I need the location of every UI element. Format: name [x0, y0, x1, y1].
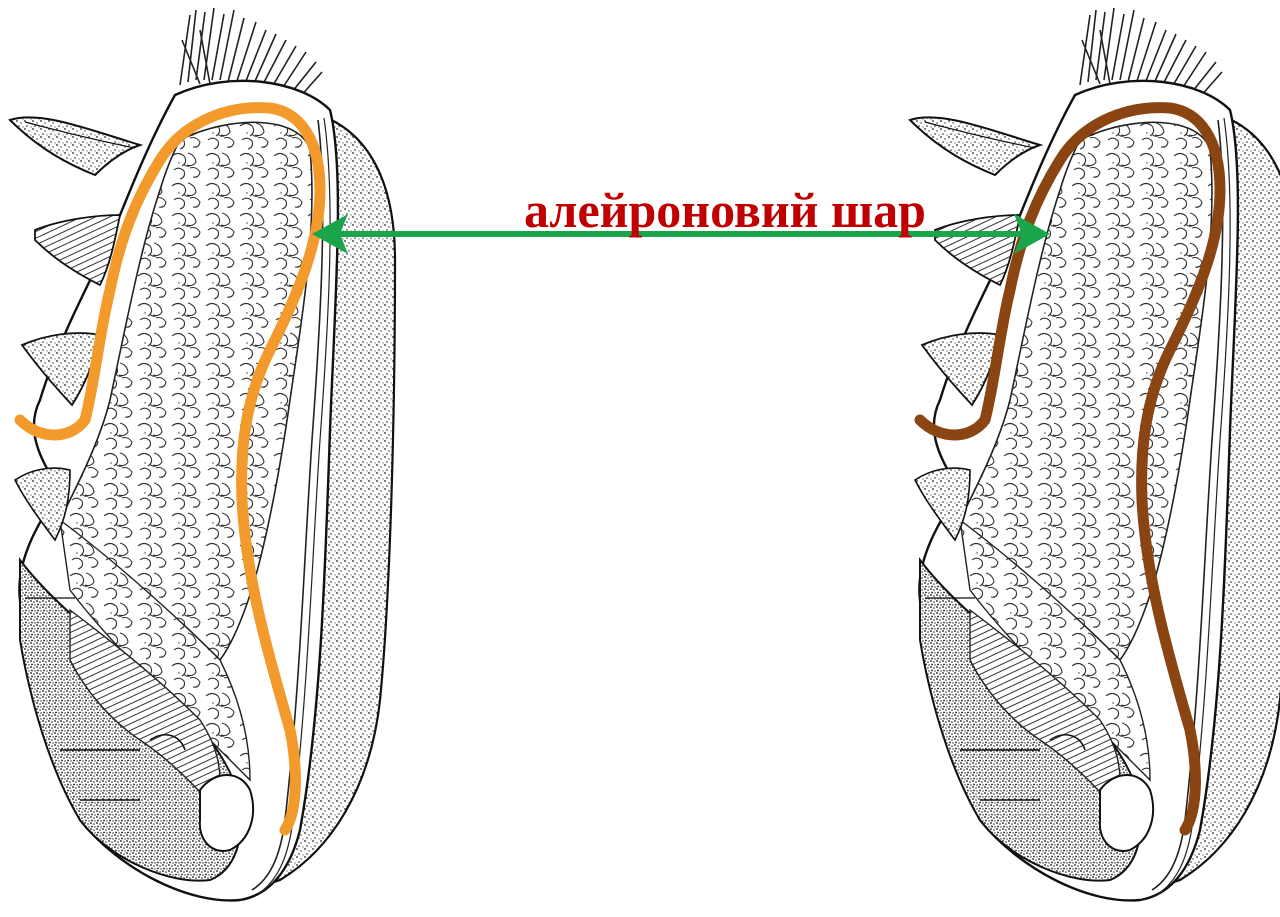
grain-right	[910, 8, 1280, 900]
grain-left	[10, 8, 395, 900]
aleurone-layer-label: алейроновий шар	[460, 180, 990, 240]
